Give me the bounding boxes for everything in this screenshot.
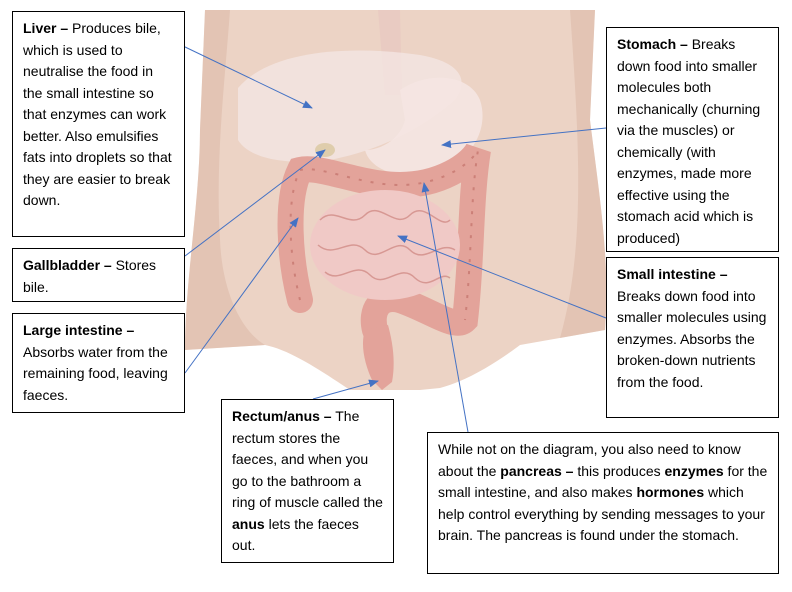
gallbladder-label: Gallbladder – Stores bile. [12, 248, 185, 302]
large-intestine-title: Large intestine – [23, 322, 135, 338]
gallbladder-title: Gallbladder – [23, 257, 112, 273]
small-intestine-title: Small intestine – [617, 266, 728, 282]
arrow-small-intestine [397, 235, 607, 319]
liver-text: Produces bile, which is used to neutrali… [23, 20, 172, 208]
small-intestine [310, 190, 460, 300]
arrow-gallbladder [184, 149, 326, 257]
torso-shadow-left [185, 10, 265, 350]
torso-shadow-right [560, 10, 607, 338]
arrow-rectum [312, 379, 379, 400]
pancreas-bold-2: enzymes [664, 462, 724, 479]
stomach-label: Stomach – Breaks down food into smaller … [606, 27, 779, 252]
pancreas-text-1: While not on the diagram, you also need … [438, 441, 741, 479]
rectum-text-1: The rectum stores the faeces, and when y… [232, 408, 383, 510]
liver-label: Liver – Produces bile, which is used to … [12, 11, 185, 237]
pancreas-text-3: for the small intestine, and also makes [438, 462, 768, 501]
pancreas-bold-1: pancreas – [500, 462, 574, 479]
gallbladder-text: Stores bile. [23, 257, 157, 295]
stomach-text: Breaks down food into smaller molecules … [617, 36, 761, 246]
pancreas-bold-3: hormones [636, 484, 705, 500]
pancreas-note: While not on the diagram, you also need … [427, 432, 779, 574]
large-intestine-label: Large intestine – Absorbs water from the… [12, 313, 185, 413]
small-intestine-label: Small intestine – Breaks down food into … [606, 257, 779, 418]
liver-title: Liver – [23, 20, 69, 36]
arrow-stomach [441, 127, 607, 149]
small-intestine-text: Breaks down food into smaller molecules … [617, 287, 767, 390]
large-intestine-text: Absorbs water from the remaining food, l… [23, 343, 168, 403]
pancreas-text-2: this produces [573, 462, 665, 479]
rectum-title: Rectum/anus – [232, 408, 332, 424]
liver [238, 50, 462, 162]
arrow-large-intestine [184, 217, 299, 374]
stomach [365, 77, 483, 177]
small-intestine-coils [317, 209, 456, 284]
arrow-liver [182, 45, 313, 109]
rectum-text-2: lets the faeces out. [232, 515, 359, 554]
rectum [362, 325, 394, 390]
large-intestine [277, 142, 491, 343]
rectum-bold: anus [232, 515, 265, 532]
stomach-title: Stomach – [617, 36, 688, 52]
arrow-pancreas [421, 182, 469, 433]
rectum-label: Rectum/anus – The rectum stores the faec… [221, 399, 394, 563]
pancreas-text-4: which help control everything by sending… [438, 484, 765, 543]
